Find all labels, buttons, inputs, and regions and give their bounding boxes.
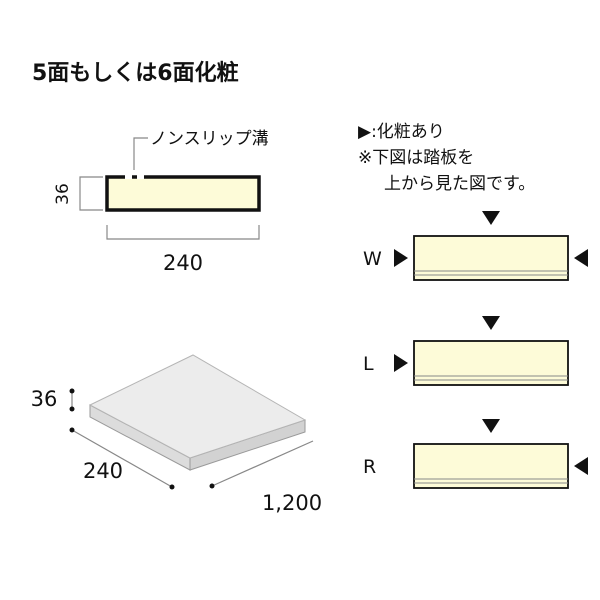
depth-label: 240: [83, 459, 123, 483]
length-label: 1,200: [262, 491, 322, 515]
length-dimension-line: [211, 440, 314, 487]
groove-leader-line: [133, 137, 148, 170]
variant-r: R: [363, 419, 588, 489]
variant-label: L: [363, 353, 374, 375]
top-view-board: [413, 340, 569, 386]
top-view-board: [413, 443, 569, 489]
groove-notch: [137, 174, 144, 179]
page-title: 5面もしくは6面化粧: [32, 60, 239, 86]
dimension-dot: [169, 484, 175, 490]
cross-section: ノンスリップ溝 36 240: [53, 129, 269, 275]
variant-list: W L R: [363, 211, 588, 489]
depth-dimension-line: [71, 429, 173, 488]
triangle-marker-icon: [482, 419, 500, 433]
triangle-marker-icon: [482, 316, 500, 330]
dimension-dot: [69, 388, 75, 394]
height-label: 36: [53, 183, 73, 205]
triangle-marker-icon: [482, 211, 500, 225]
marker-note: ▶:化粧あり: [358, 122, 445, 142]
variant-w: W: [363, 211, 588, 281]
variant-l: L: [363, 316, 569, 386]
groove-notch: [125, 174, 132, 179]
top-view-board: [413, 235, 569, 281]
board-top-face: [88, 354, 307, 459]
legend: ▶:化粧あり ※下図は踏板を 上から見た図です。: [358, 122, 535, 194]
triangle-marker-icon: [394, 249, 408, 267]
board-section: [105, 175, 261, 212]
width-dimension-line: [106, 225, 260, 240]
note-line-1: ※下図は踏板を: [358, 148, 474, 168]
width-label: 240: [163, 251, 203, 275]
groove-label: ノンスリップ溝: [150, 129, 269, 149]
height-dimension-line: [79, 176, 103, 211]
variant-label: W: [363, 248, 382, 270]
dimension-dot: [209, 483, 215, 489]
dimension-dot: [69, 427, 75, 433]
dimension-dot: [69, 406, 75, 412]
triangle-marker-icon: [394, 354, 408, 372]
variant-label: R: [363, 456, 376, 478]
triangle-marker-icon: [574, 457, 588, 475]
triangle-marker-icon: [574, 249, 588, 267]
note-line-2: 上から見た図です。: [384, 174, 535, 194]
perspective-view: 36 240 1,200: [31, 354, 322, 515]
thickness-label: 36: [31, 387, 58, 411]
